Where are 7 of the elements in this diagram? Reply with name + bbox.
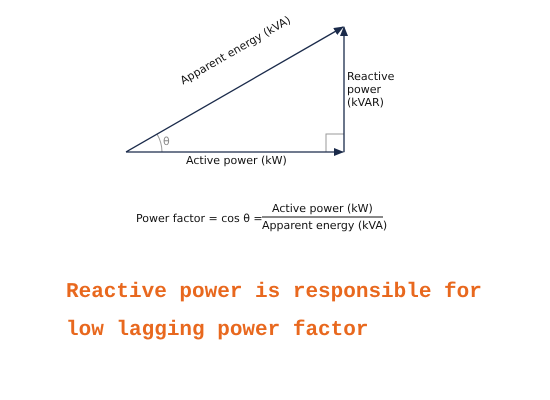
vector-label: Reactive power (kVAR): [347, 70, 396, 109]
caption: Reactive power is responsible for low lagging power factor: [66, 280, 483, 344]
vector-label: Active power (kW): [186, 154, 287, 167]
angle-label: θ: [163, 135, 170, 148]
formula-denominator: Apparent energy (kVA): [262, 219, 388, 232]
formula-text: Power factor = cos θ =: [136, 212, 263, 225]
formula-numerator: Active power (kW): [272, 202, 373, 215]
